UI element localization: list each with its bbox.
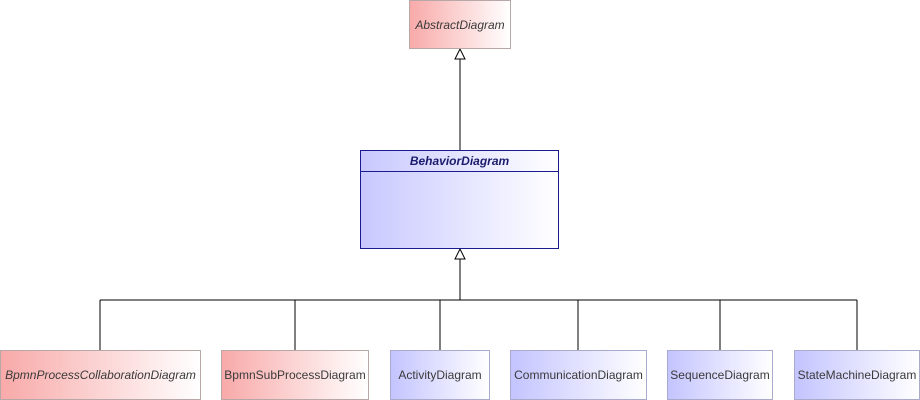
class-state-machine-diagram[interactable]: StateMachineDiagram (794, 350, 920, 400)
class-abstract-diagram[interactable]: AbstractDiagram (409, 0, 511, 49)
class-bpmn-sub-process-diagram[interactable]: BpmnSubProcessDiagram (221, 350, 369, 400)
class-label: SequenceDiagram (670, 368, 770, 382)
class-label: ActivityDiagram (398, 368, 482, 382)
class-activity-diagram[interactable]: ActivityDiagram (390, 350, 490, 400)
class-bpmn-process-collaboration-diagram[interactable]: BpmnProcessCollaborationDiagram (0, 350, 201, 400)
class-label: BpmnSubProcessDiagram (224, 368, 366, 382)
generalization-arrowhead (454, 47, 466, 60)
class-label: CommunicationDiagram (514, 368, 643, 382)
class-label: AbstractDiagram (415, 17, 505, 32)
class-behavior-diagram[interactable]: BehaviorDiagram (360, 150, 559, 249)
class-name-compartment: BehaviorDiagram (361, 151, 558, 172)
class-sequence-diagram[interactable]: SequenceDiagram (667, 350, 773, 400)
class-label: StateMachineDiagram (797, 368, 917, 382)
class-communication-diagram[interactable]: CommunicationDiagram (510, 350, 647, 400)
generalization-arrowhead (454, 247, 466, 260)
class-label: BehaviorDiagram (409, 154, 510, 168)
class-label: BpmnProcessCollaborationDiagram (5, 368, 196, 382)
